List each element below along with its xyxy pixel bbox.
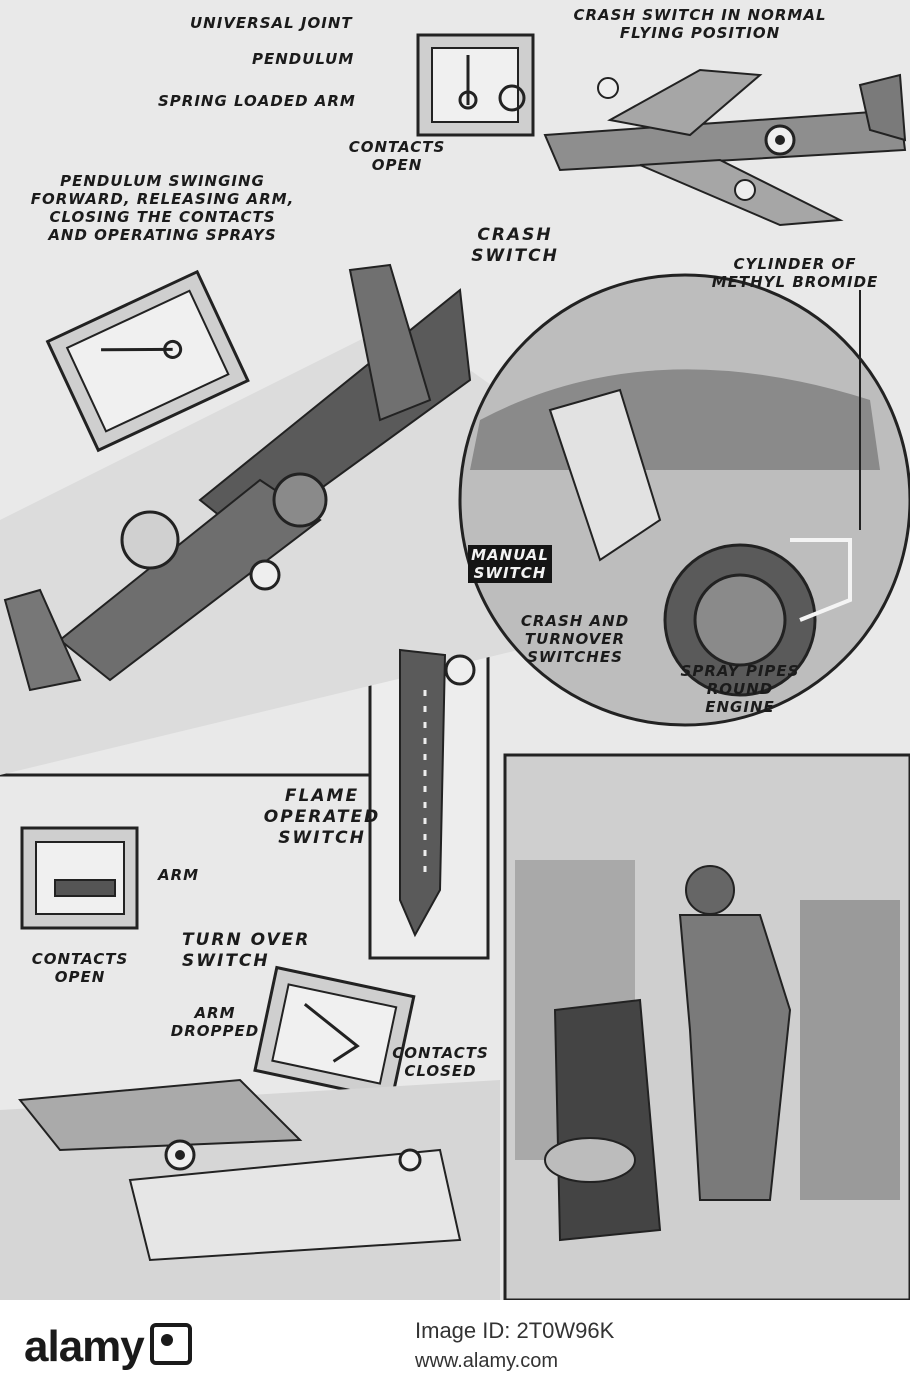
label-pendulum-swinging-line1: PENDULUM SWINGING <box>60 172 265 190</box>
label-flame-switch: FLAME OPERATED SWITCH <box>262 786 382 849</box>
image-id: Image ID: 2T0W96K <box>415 1318 615 1343</box>
label-contacts-closed-line1: CONTACTS <box>392 1044 489 1062</box>
label-crash-turnover: CRASH AND TURNOVER SWITCHES <box>500 612 650 666</box>
label-spray-pipes-line1: SPRAY PIPES <box>680 662 800 680</box>
label-cylinder: CYLINDER OF METHYL BROMIDE <box>690 255 900 291</box>
crash-switch-box-top <box>416 33 535 137</box>
turnover-switch-box-upright <box>20 826 139 930</box>
label-crash-switch-normal: CRASH SWITCH IN NORMAL FLYING POSITION <box>535 6 865 42</box>
site-url: www.alamy.com <box>415 1350 558 1372</box>
cockpit-cutaway <box>458 273 910 727</box>
label-spray-pipes-line3: ENGINE <box>705 698 775 716</box>
label-contacts-open-bottom: CONTACTS OPEN <box>10 950 150 986</box>
label-flame-switch-line1: FLAME <box>284 786 360 806</box>
label-crash-switch-line1: CRASH <box>477 225 553 245</box>
turnover-switch-box-dropped <box>253 965 416 1102</box>
label-pendulum-swinging-line3: CLOSING THE CONTACTS <box>49 208 276 226</box>
label-spray-pipes: SPRAY PIPES ROUND ENGINE <box>660 662 820 716</box>
label-crash-switch: CRASH SWITCH <box>455 225 575 267</box>
label-arm-dropped-line1: ARM <box>194 1004 236 1022</box>
brand-mark-icon <box>149 1323 192 1365</box>
crash-switch-box-swung <box>45 269 250 453</box>
label-crash-switch-line2: SWITCH <box>471 246 559 266</box>
label-spray-pipes-line2: ROUND <box>706 680 774 698</box>
label-cylinder-line2: METHYL BROMIDE <box>711 273 879 291</box>
illustration: UNIVERSAL JOINT PENDULUM SPRING LOADED A… <box>0 0 910 1300</box>
crew-figure <box>515 860 900 1242</box>
label-crash-turnover-line1: CRASH AND <box>520 612 630 630</box>
label-crash-switch-normal-line1: CRASH SWITCH IN NORMAL <box>573 6 827 24</box>
label-contacts-open-bottom-line1: CONTACTS <box>31 950 129 968</box>
label-pendulum-swinging: PENDULUM SWINGING FORWARD, RELEASING ARM… <box>0 172 325 244</box>
label-universal-joint: UNIVERSAL JOINT <box>190 14 353 32</box>
label-arm-dropped-line2: DROPPED <box>170 1022 260 1040</box>
label-contacts-open-top-text: CONTACTS OPEN <box>348 138 446 174</box>
label-manual-switch-line1: MANUAL <box>471 546 549 564</box>
label-turn-over-switch-line1: TURN OVER <box>182 930 311 950</box>
label-cylinder-line1: CYLINDER OF <box>733 255 857 273</box>
flame-switch-drawing <box>399 648 476 938</box>
label-pendulum: PENDULUM <box>252 50 355 68</box>
watermark-bar: alamy Image ID: 2T0W96K www.alamy.com <box>0 1300 910 1390</box>
label-crash-switch-normal-line2: FLYING POSITION <box>619 24 781 42</box>
label-arm-dropped: ARM DROPPED <box>160 1004 270 1040</box>
label-pendulum-swinging-line4: AND OPERATING SPRAYS <box>48 226 277 244</box>
label-turn-over-switch: TURN OVER SWITCH <box>182 930 332 972</box>
label-contacts-open-bottom-line2: OPEN <box>54 968 106 986</box>
label-pendulum-swinging-line2: FORWARD, RELEASING ARM, <box>30 190 295 208</box>
plane-flying <box>543 68 907 227</box>
label-crash-turnover-line2: TURNOVER <box>524 630 626 648</box>
illustration-drawing <box>0 33 910 1300</box>
label-manual-switch: MANUAL SWITCH <box>468 545 552 583</box>
label-arm: ARM <box>158 866 200 884</box>
label-flame-switch-line3: SWITCH <box>278 828 366 848</box>
label-flame-switch-line2: OPERATED <box>263 807 381 827</box>
label-contacts-closed: CONTACTS CLOSED <box>378 1044 503 1080</box>
label-manual-switch-line2: SWITCH <box>473 564 547 582</box>
label-contacts-open-top: CONTACTS OPEN <box>342 138 452 174</box>
label-spring-loaded-arm: SPRING LOADED ARM <box>158 92 356 110</box>
label-turn-over-switch-line2: SWITCH <box>182 951 270 971</box>
brand-logo-text: alamy <box>24 1322 145 1371</box>
plane-overturned <box>0 1078 500 1300</box>
brand-logo: alamy <box>24 1322 192 1372</box>
label-contacts-closed-line2: CLOSED <box>404 1062 477 1080</box>
label-crash-turnover-line3: SWITCHES <box>527 648 623 666</box>
